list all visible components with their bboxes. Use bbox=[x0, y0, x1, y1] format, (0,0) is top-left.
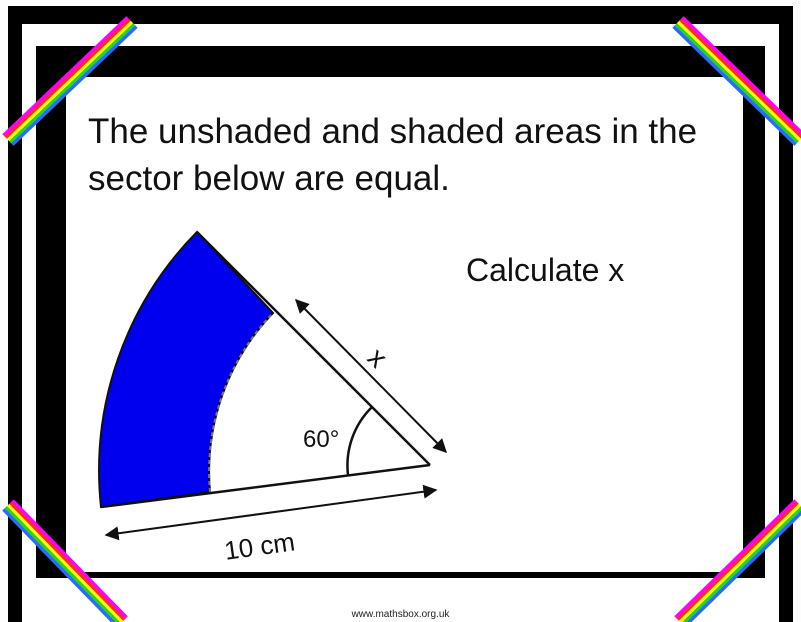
ribbon-stripe-bottom-left bbox=[11, 499, 128, 619]
ribbon-stripe-bottom-right bbox=[678, 503, 801, 622]
website-footer: www.mathsbox.org.uk bbox=[351, 609, 450, 620]
ribbon-stripe-bottom-right bbox=[686, 510, 801, 622]
ribbon-stripe-bottom-right bbox=[674, 499, 797, 619]
radius-dimension-arrow bbox=[104, 484, 438, 541]
angle-arc bbox=[346, 406, 373, 476]
inner-arc bbox=[208, 312, 274, 493]
ribbon-stripe-top-right bbox=[679, 18, 801, 139]
ribbon-stripe-top-right bbox=[681, 16, 801, 135]
ribbon-stripe-bottom-left bbox=[2, 508, 116, 622]
ribbon-stripe-top-left bbox=[11, 25, 138, 146]
x-label: x bbox=[362, 342, 394, 374]
question-text: The unshaded and shaded areas in the sec… bbox=[88, 108, 728, 202]
ribbon-stripe-top-right bbox=[672, 25, 797, 146]
ribbon-stripe-top-left bbox=[4, 18, 131, 139]
radius-label: 10 cm bbox=[222, 526, 296, 566]
ribbon-stripe-bottom-left bbox=[4, 506, 120, 622]
shaded-annulus-region bbox=[98, 230, 275, 509]
ribbon-stripe-bottom-right bbox=[676, 501, 799, 621]
ribbon-stripe-bottom-right bbox=[682, 506, 801, 622]
question-line-2: sector below are equal. bbox=[88, 159, 450, 198]
ribbon-stripe-top-right bbox=[674, 23, 799, 144]
ribbon-stripe-top-right bbox=[676, 20, 801, 142]
x-dimension-arrow bbox=[295, 299, 447, 453]
ribbon-stripe-top-left bbox=[6, 20, 134, 142]
ribbon-stripe-bottom-left bbox=[9, 501, 126, 621]
calculate-prompt: Calculate x bbox=[466, 252, 625, 288]
question-line-1: The unshaded and shaded areas in the bbox=[88, 112, 698, 151]
angle-label: 60° bbox=[303, 426, 339, 453]
ribbon-group bbox=[2, 16, 801, 622]
ribbon-stripe-top-left bbox=[2, 16, 129, 137]
ribbon-stripe-bottom-left bbox=[6, 503, 124, 622]
ribbon-stripe-top-left bbox=[9, 23, 136, 144]
